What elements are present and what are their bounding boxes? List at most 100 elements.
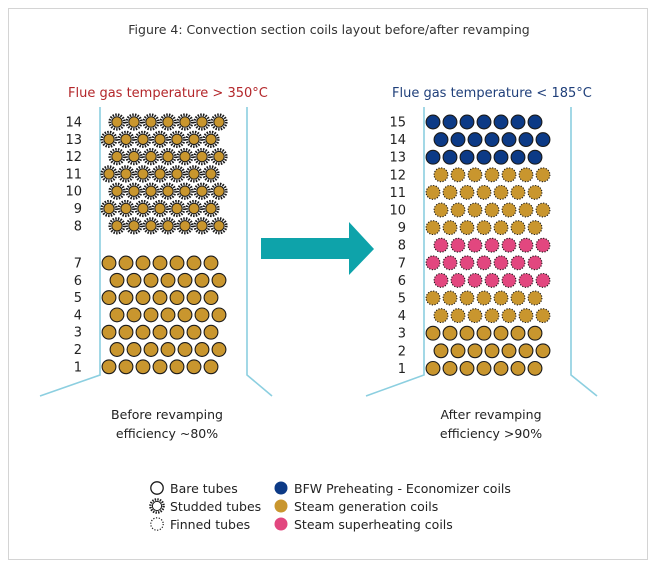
after-tube [510,220,526,236]
before-tube [109,272,125,288]
before-tube [210,217,228,235]
before-tube [193,113,211,131]
after-tube [518,343,534,359]
before-tube [101,290,117,306]
before-tube [186,359,202,375]
before-tube [135,255,151,271]
after-tube [527,255,543,271]
after-caption-efficiency: efficiency >90% [439,426,543,441]
after-caption-title: After revamping [440,407,542,422]
legend-steam-generation: Steam generation coils [273,498,438,514]
before-tube [125,217,143,235]
after-tube [510,360,526,376]
after-tube [433,343,449,359]
after-row-label: 6 [398,274,406,289]
before-tube [211,307,227,323]
after-tube [493,220,509,236]
before-tube [134,199,152,218]
after-row-label: 14 [389,133,406,148]
after-tube [510,149,526,165]
before-tube [176,182,194,200]
before-tube [117,130,135,148]
before-tube [134,165,152,183]
after-row-label: 12 [389,168,406,183]
before-tube [202,130,220,148]
after-tube [442,360,458,376]
after-tube [484,237,500,253]
after-tube [476,255,492,271]
after-tube [501,343,517,359]
before-tube [125,113,143,131]
legend-finned-tubes: Finned tubes [149,516,250,532]
after-tube [484,167,500,183]
before-left-wall [39,107,101,397]
after-tube [510,290,526,306]
before-tube [143,307,159,323]
legend-finned-tubes-label: Finned tubes [170,516,251,532]
before-tube [152,290,168,306]
before-tube [135,290,151,306]
after-row-label: 4 [398,309,406,324]
revamping-arrow-icon [261,222,374,275]
after-tube [476,290,492,306]
before-tube [202,199,220,218]
before-tube [126,272,142,288]
before-tube [160,272,176,288]
after-tube [425,360,441,376]
before-tube [194,272,210,288]
before-row-label: 7 [74,257,82,272]
before-tube [193,148,211,166]
after-tube [442,114,458,130]
before-tube [118,290,134,306]
before-tube [193,182,211,200]
after-tube [450,308,466,324]
after-tube [459,220,475,236]
before-tube [118,359,134,375]
after-tube [442,184,458,200]
before-tube [152,324,168,340]
before-tube [101,255,117,271]
legend-bfw-preheating-label: BFW Preheating - Economizer coils [294,480,511,496]
after-tube [425,184,441,200]
before-tube [160,342,176,357]
after-tube [493,149,509,165]
after-tube [450,132,466,148]
before-row-label: 14 [65,116,82,131]
before-temperature-label: Flue gas temperature > 350°C [68,86,268,101]
before-tube [125,182,143,200]
before-tube [185,199,203,218]
after-tube [442,149,458,165]
before-tube [143,342,159,357]
after-tube [433,202,449,218]
after-tube [501,202,517,218]
legend-bare-tubes-label: Bare tubes [170,480,238,496]
after-tube [501,308,517,324]
before-row-label: 5 [74,291,82,306]
after-row-label: 15 [389,116,406,131]
after-tube [442,220,458,236]
before-tube [126,307,142,323]
before-tube [193,217,211,235]
before-caption: Before revamping efficiency ~80% [82,405,252,443]
steam-superheating-swatch-icon [274,517,288,531]
after-left-wall [365,107,425,397]
after-tube [476,149,492,165]
before-tube [185,165,203,183]
legend-studded-tubes-label: Studded tubes [170,498,262,514]
before-row-label: 2 [74,343,82,358]
figure-title: Figure 4: Convection section coils layou… [128,22,530,37]
before-caption-efficiency: efficiency ~80% [115,426,219,441]
before-tube [118,324,134,340]
after-tube [450,272,466,288]
before-tube [211,342,227,357]
before-tube [210,148,228,166]
after-tube [442,290,458,306]
after-tube [467,202,483,218]
after-tube [535,237,551,253]
after-tube [493,325,509,341]
bare-tube-icon [150,481,164,495]
before-tube [210,113,228,131]
before-tube [151,165,169,183]
after-tube [535,343,551,359]
after-tube [518,308,534,324]
